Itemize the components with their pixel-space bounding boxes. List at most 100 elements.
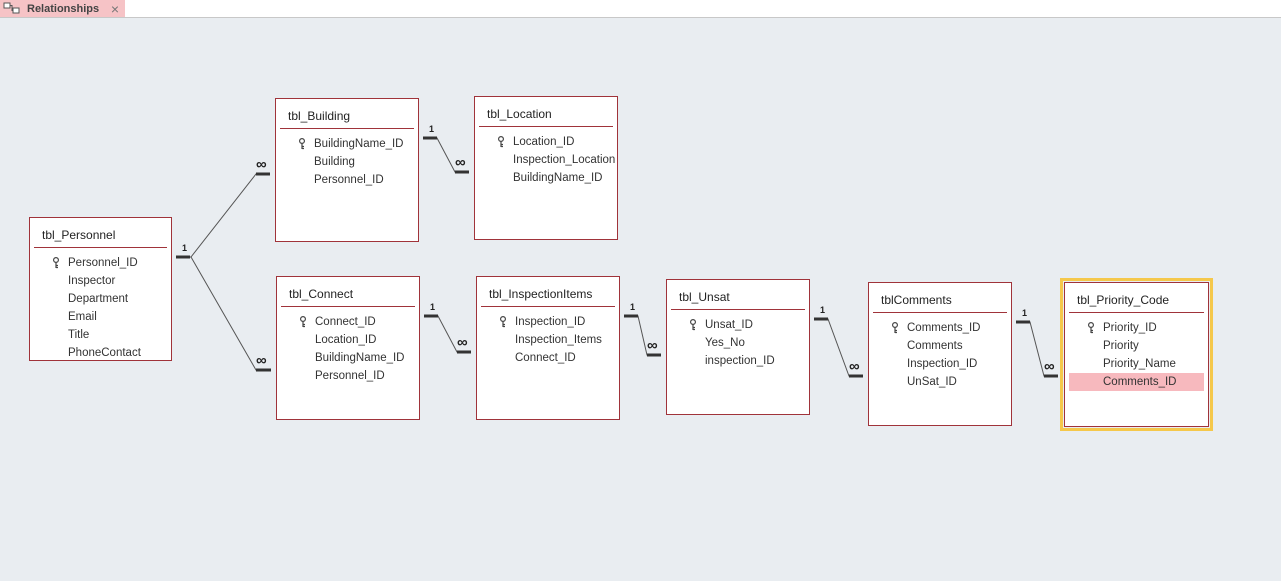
field-name: Priority xyxy=(1103,340,1139,352)
key-icon xyxy=(1088,322,1094,334)
field-row[interactable]: Priority_ID xyxy=(1069,319,1204,337)
divider xyxy=(1069,312,1204,313)
field-row[interactable]: Connect_ID xyxy=(281,313,415,331)
divider xyxy=(873,312,1007,313)
table-title: tblComments xyxy=(881,293,952,307)
field-row[interactable]: Personnel_ID xyxy=(34,254,167,272)
field-row[interactable]: Location_ID xyxy=(281,331,415,349)
divider xyxy=(281,306,415,307)
field-row[interactable]: Connect_ID xyxy=(481,349,615,367)
field-row[interactable]: Inspection_Location xyxy=(479,151,616,169)
tab-relationships[interactable]: Relationships × xyxy=(0,0,125,17)
key-icon xyxy=(500,316,506,328)
field-name: Yes_No xyxy=(705,337,745,349)
field-name: Comments xyxy=(907,340,963,352)
table-unsat[interactable]: tbl_Unsat Unsat_ID Yes_No inspection_ID xyxy=(666,279,810,415)
field-name: Priority_ID xyxy=(1103,322,1157,334)
field-name: Comments_ID xyxy=(1103,376,1177,388)
field-name: Inspection_Items xyxy=(515,334,602,346)
field-name: BuildingName_ID xyxy=(314,138,404,150)
table-title: tbl_Location xyxy=(487,107,552,121)
field-row[interactable]: Personnel_ID xyxy=(280,171,414,189)
table-building[interactable]: tbl_Building BuildingName_ID Building Pe… xyxy=(275,98,419,242)
field-row-selected[interactable]: Comments_ID xyxy=(1069,373,1204,391)
cardinality-many-label: ∞ xyxy=(647,337,658,354)
field-row[interactable]: PhoneContact xyxy=(34,344,167,362)
field-name: Location_ID xyxy=(513,136,575,148)
field-name: Title xyxy=(68,329,90,341)
table-title: tbl_Unsat xyxy=(679,290,730,304)
key-icon xyxy=(300,316,306,328)
field-row[interactable]: Comments_ID xyxy=(873,319,1007,337)
field-name: Connect_ID xyxy=(515,352,576,364)
key-icon xyxy=(498,136,504,148)
field-row[interactable]: BuildingName_ID xyxy=(479,169,613,187)
field-name: PhoneContact xyxy=(68,347,141,359)
key-icon xyxy=(690,319,696,331)
field-name: Comments_ID xyxy=(907,322,981,334)
field-row[interactable]: Department xyxy=(34,290,167,308)
field-name: Personnel_ID xyxy=(68,257,138,269)
field-name: Personnel_ID xyxy=(315,370,385,382)
divider xyxy=(671,309,805,310)
table-priority-code[interactable]: tbl_Priority_Code Priority_ID Priority P… xyxy=(1060,278,1213,431)
field-row[interactable]: Comments xyxy=(873,337,1007,355)
table-location[interactable]: tbl_Location Location_ID Inspection_Loca… xyxy=(474,96,618,240)
cardinality-one-label: 1 xyxy=(429,124,435,134)
field-row[interactable]: Unsat_ID xyxy=(671,316,805,334)
close-icon[interactable]: × xyxy=(110,0,119,17)
divider xyxy=(481,306,615,307)
field-row[interactable]: Inspector xyxy=(34,272,167,290)
field-row[interactable]: BuildingName_ID xyxy=(280,135,414,153)
field-name: BuildingName_ID xyxy=(315,352,405,364)
table-inspection-items[interactable]: tbl_InspectionItems Inspection_ID Inspec… xyxy=(476,276,620,420)
table-personnel[interactable]: tbl_Personnel Personnel_ID Inspector Dep… xyxy=(29,217,172,361)
field-row[interactable]: BuildingName_ID xyxy=(281,349,415,367)
table-comments[interactable]: tblComments Comments_ID Comments Inspect… xyxy=(868,282,1012,426)
relationships-icon xyxy=(3,2,20,14)
field-name: Building xyxy=(314,156,355,168)
field-row[interactable]: Inspection_Items xyxy=(481,331,615,349)
table-title: tbl_Personnel xyxy=(42,228,116,242)
cardinality-one-label: 1 xyxy=(182,243,188,253)
cardinality-many-label: ∞ xyxy=(455,154,466,171)
field-row[interactable]: Yes_No xyxy=(671,334,805,352)
cardinality-one-label: 1 xyxy=(430,302,436,312)
cardinality-one-label: 1 xyxy=(820,305,826,315)
field-row[interactable]: UnSat_ID xyxy=(873,373,1007,391)
cardinality-one-label: 1 xyxy=(630,302,636,312)
cardinality-one-label: 1 xyxy=(1022,308,1028,318)
field-row[interactable]: Inspection_ID xyxy=(481,313,615,331)
field-row[interactable]: Location_ID xyxy=(479,133,613,151)
field-name: Priority_Name xyxy=(1103,358,1176,370)
table-title: tbl_Connect xyxy=(289,287,354,301)
field-row[interactable]: Title xyxy=(34,326,167,344)
field-row[interactable]: Priority_Name xyxy=(1069,355,1204,373)
tab-label: Relationships xyxy=(27,2,100,15)
field-name: Location_ID xyxy=(315,334,377,346)
field-row[interactable]: Email xyxy=(34,308,167,326)
table-title: tbl_Building xyxy=(288,109,351,123)
field-name: Inspection_Location xyxy=(513,154,616,166)
field-name: Email xyxy=(68,311,97,323)
divider xyxy=(280,128,414,129)
field-name: Inspector xyxy=(68,275,116,287)
field-row[interactable]: Personnel_ID xyxy=(281,367,415,385)
field-name: UnSat_ID xyxy=(907,376,957,388)
divider xyxy=(479,126,613,127)
field-row[interactable]: inspection_ID xyxy=(671,352,805,370)
field-name: Inspection_ID xyxy=(515,316,586,328)
table-connect[interactable]: tbl_Connect Connect_ID Location_ID Build… xyxy=(276,276,420,420)
cardinality-many-label: ∞ xyxy=(256,156,267,173)
field-name: BuildingName_ID xyxy=(513,172,603,184)
table-title: tbl_InspectionItems xyxy=(489,287,593,301)
cardinality-many-label: ∞ xyxy=(457,334,468,351)
document-tab-bar: Relationships × xyxy=(0,0,1281,18)
field-row[interactable]: Priority xyxy=(1069,337,1204,355)
divider xyxy=(34,247,167,248)
key-icon xyxy=(53,257,59,269)
key-icon xyxy=(299,138,305,150)
field-row[interactable]: Building xyxy=(280,153,414,171)
field-row[interactable]: Inspection_ID xyxy=(873,355,1007,373)
cardinality-many-label: ∞ xyxy=(1044,358,1055,375)
